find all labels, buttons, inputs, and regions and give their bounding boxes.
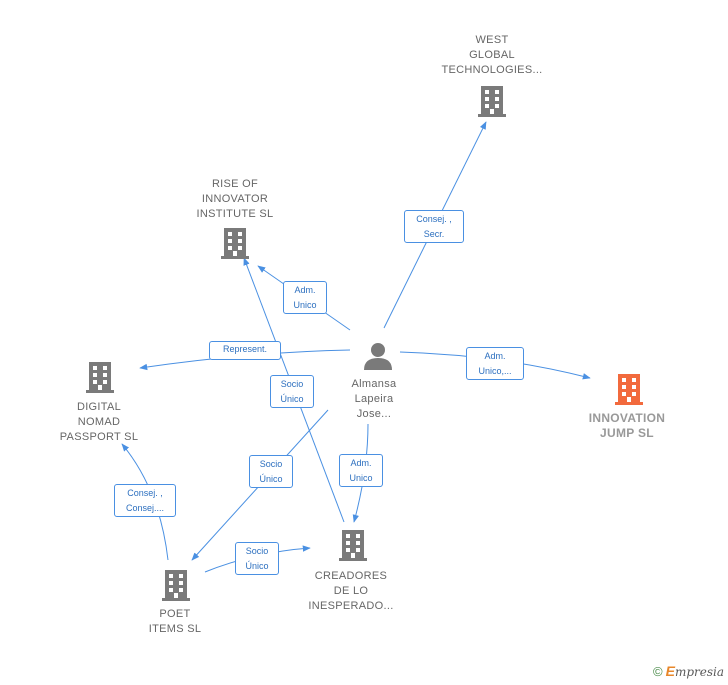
building-icon-highlight[interactable]: [615, 374, 643, 405]
node-label-innovation-jump[interactable]: INNOVATION JUMP SL: [588, 411, 666, 440]
building-icon[interactable]: [478, 86, 506, 117]
person-icon[interactable]: [364, 343, 392, 370]
edge-label-socio-unico-creadores: Socio Único: [235, 542, 279, 575]
edge-label-socio-unico-rise: Socio Único: [270, 375, 314, 408]
building-icon[interactable]: [221, 228, 249, 259]
node-label-creadores[interactable]: CREADORES DE LO INESPERADO...: [308, 570, 394, 612]
edge-label-adm-unico-creadores: Adm. Unico: [339, 454, 383, 487]
node-label-west-global[interactable]: WEST GLOBAL TECHNOLOGIES...: [441, 34, 543, 76]
edge-label-adm-unico-rise: Adm. Unico: [283, 281, 327, 314]
edge-label-consej-secr: Consej. , Secr.: [404, 210, 464, 243]
node-label-rise-of-innovator[interactable]: RISE OF INNOVATOR INSTITUTE SL: [196, 178, 274, 220]
node-label-digital-nomad[interactable]: DIGITAL NOMAD PASSPORT SL: [59, 401, 139, 443]
edge-label-consej-consej: Consej. , Consej....: [114, 484, 176, 517]
building-icon[interactable]: [86, 362, 114, 393]
brand-footer: ©Empresia: [653, 663, 724, 679]
building-icon[interactable]: [162, 570, 190, 601]
node-label-person[interactable]: Almansa Lapeira Jose...: [351, 378, 397, 420]
copyright-icon: ©: [653, 664, 663, 679]
edge-label-represent: Represent.: [209, 341, 281, 360]
edge-label-socio-unico-poet: Socio Único: [249, 455, 293, 488]
building-icon[interactable]: [339, 530, 367, 561]
node-label-poet-items[interactable]: POET ITEMS SL: [148, 608, 202, 635]
edge-label-adm-unico-innovation: Adm. Unico,...: [466, 347, 524, 380]
brand-logo-initial: E: [665, 663, 675, 679]
brand-logo-text: mpresia: [674, 665, 724, 679]
